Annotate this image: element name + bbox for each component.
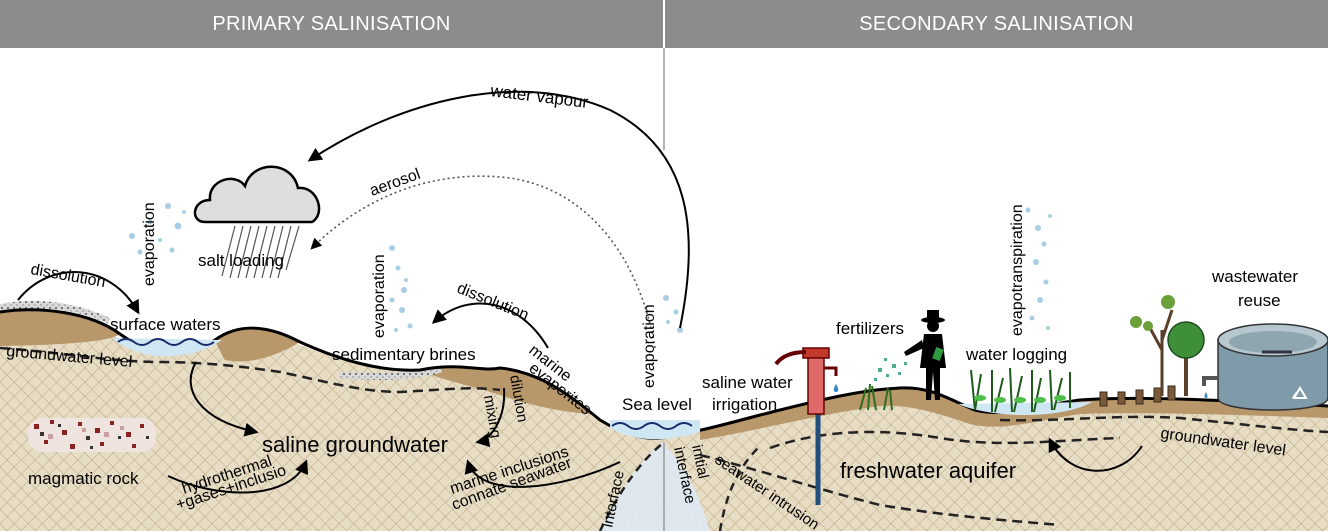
tree-stumps-icon (1099, 385, 1176, 407)
seawater-wedge (600, 442, 710, 531)
tree-icon (1130, 295, 1205, 396)
evapotranspiration-label: evapotranspiration (1009, 204, 1026, 336)
evaporation-bubbles (129, 203, 1052, 333)
fertilizers-label: fertilizers (836, 319, 904, 338)
irrigation-label: irrigation (712, 395, 777, 414)
rain-icon (221, 225, 300, 279)
sediment-strip-left (0, 300, 110, 324)
waterlogging-crops (970, 367, 1071, 413)
dissolution-left-label: dissolution (29, 261, 106, 291)
reuse-label: reuse (1238, 291, 1281, 310)
wastewater-label: wastewater (1211, 267, 1298, 286)
secondary-salinisation-header: SECONDARY SALINISATION (665, 0, 1328, 48)
saline-water-label: saline water (702, 373, 793, 392)
farmer-icon (904, 310, 946, 400)
magmatic-rock-icon (28, 418, 156, 452)
groundwater-level-right-line (999, 415, 1328, 434)
surface-waters-label: surface waters (110, 315, 221, 334)
fertilizer-particles (874, 358, 907, 381)
sea-level-label: Sea level (622, 395, 692, 414)
groundwater-level-left-line (0, 346, 501, 394)
aerosol-label: aerosol (368, 166, 423, 200)
evaporation-brines-label: evaporation (371, 254, 388, 338)
interface-line (598, 443, 663, 531)
surface-waters-waves (117, 338, 215, 346)
mixing-arrow (475, 387, 506, 448)
waterlogging-leaves (974, 395, 1066, 403)
aquifer-cycle-arrow (1048, 437, 1143, 472)
evaporation-cloud-label: evaporation (141, 202, 158, 286)
water-vapour-arrow (307, 90, 690, 329)
intrusion-line (699, 453, 1061, 527)
dissolution-left-arrow (17, 271, 140, 315)
primary-salinisation-header: PRIMARY SALINISATION (0, 0, 663, 48)
soil-layer-hill (215, 327, 300, 362)
sea-waves (611, 422, 693, 430)
dissolution-mid-label: dissolution (455, 280, 531, 324)
sedimentary-brines-label: sedimentary brines (332, 345, 476, 364)
aerosol-arrow (310, 175, 656, 349)
initial-interface-line (718, 445, 761, 531)
dissolution-mid-arrow (431, 302, 549, 349)
freshwater-aquifer-label: freshwater aquifer (840, 458, 1016, 483)
surface-waters-pond (112, 338, 222, 357)
water-logging-label: water logging (965, 345, 1067, 364)
evaporation-sea-label: evaporation (641, 304, 658, 388)
aquifer-body (0, 315, 1328, 531)
magmatic-rock-label: magmatic rock (28, 469, 139, 488)
water-vapour-label: water vapour (489, 81, 590, 112)
recycle-icon (1292, 386, 1308, 399)
initial-label: initial (688, 443, 712, 480)
hydrothermal-arrow (167, 459, 309, 494)
salt-loading-label: salt loading (198, 251, 284, 270)
tank-icon (1202, 323, 1328, 411)
connate-arrow (464, 459, 621, 488)
pump-icon (774, 347, 839, 505)
surface-to-groundwater-arrow (189, 361, 259, 437)
crop-icon (859, 383, 893, 411)
sediment-strip-mid (340, 366, 442, 380)
soil-layer-left (0, 309, 120, 346)
saline-groundwater-label: saline groundwater (262, 432, 448, 457)
cloud-icon (193, 165, 321, 224)
